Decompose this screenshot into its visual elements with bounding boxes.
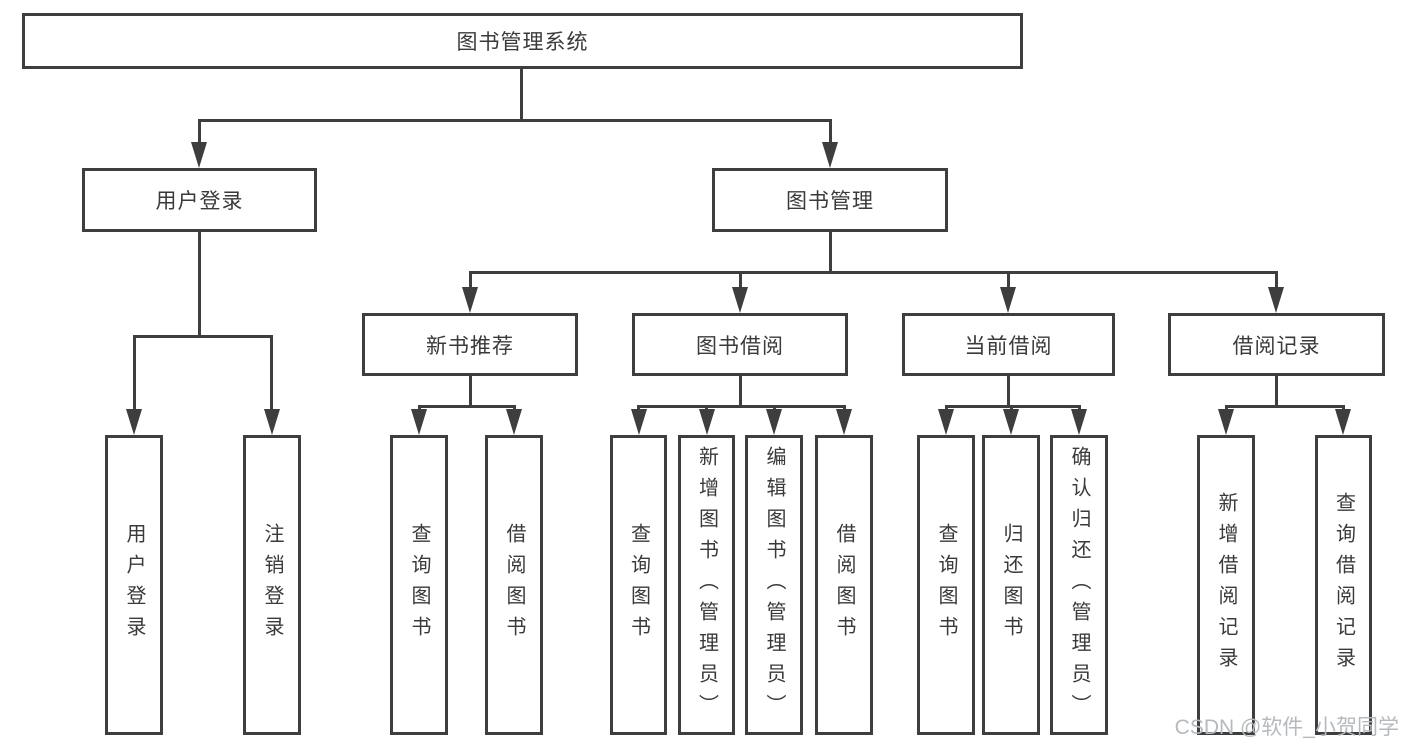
connector-line [197,118,832,122]
connector-arrowhead [766,409,782,435]
connector-arrowhead [732,287,748,313]
node-book-borrowing: 图书借阅 [632,313,848,376]
connector-arrowhead [1218,409,1234,435]
connector-line [417,404,516,408]
leaf-label: 查询图书 [627,523,650,647]
connector-line [519,69,523,122]
node-current-borrowing: 当前借阅 [902,313,1115,376]
connector-line [197,232,201,338]
node-book-management: 图书管理 [712,168,948,232]
connector-arrowhead [1000,287,1016,313]
leaf-logout: 注销登录 [243,435,301,735]
leaf-label: 查询图书 [408,523,430,647]
leaf-label: 编辑图书（管理员） [763,445,785,725]
connector-arrowhead [126,409,142,435]
connector-line [468,270,1278,274]
connector-line [132,336,136,415]
connector-arrowhead [1335,409,1351,435]
connector-line [1274,272,1278,295]
connector-line [132,334,273,338]
connector-arrowhead [1003,409,1019,435]
connector-arrowhead [1268,287,1284,313]
node-label: 图书管理系统 [456,31,589,54]
leaf-label: 借阅图书 [833,523,855,647]
leaf-add-book-admin: 新增图书（管理员） [678,435,735,735]
node-label: 用户登录 [155,190,244,213]
leaf-query-books-recommend: 查询图书 [390,435,448,735]
connector-line [1006,272,1010,295]
connector-line [270,336,273,415]
connector-line [738,376,742,408]
node-label: 借阅记录 [1232,334,1321,358]
connector-arrowhead [822,142,838,168]
node-new-book-recommendation: 新书推荐 [362,313,578,376]
leaf-user-login: 用户登录 [105,435,163,735]
node-label: 图书管理 [786,190,874,213]
node-label: 当前借阅 [964,334,1053,358]
connector-arrowhead [411,409,427,435]
connector-arrowhead [462,287,478,313]
leaf-label: 新增图书（管理员） [695,445,718,725]
connector-line [828,232,832,274]
connector-arrowhead [938,409,954,435]
leaf-label: 注销登录 [261,523,283,647]
leaf-confirm-return-admin: 确认归还（管理员） [1050,435,1108,735]
node-label: 新书推荐 [426,334,514,358]
leaf-label: 归还图书 [1000,523,1022,647]
node-user-login: 用户登录 [82,168,317,232]
leaf-query-borrow-record: 查询借阅记录 [1315,435,1372,735]
connector-line [1224,404,1345,408]
leaf-label: 查询借阅记录 [1332,492,1355,678]
connector-arrowhead [191,142,207,168]
connector-line [468,376,472,408]
connector-arrowhead [836,409,852,435]
leaf-label: 确认归还（管理员） [1068,445,1090,725]
leaf-borrow-books-recommend: 借阅图书 [485,435,543,735]
connector-arrowhead [506,409,522,435]
connector-arrowhead [698,409,715,435]
connector-line [1274,376,1278,408]
connector-arrowhead [263,409,280,435]
connector-arrowhead [630,409,647,435]
leaf-query-books-borrowing: 查询图书 [610,435,667,735]
connector-line [738,272,742,295]
watermark-text: CSDN @软件_小贺同学 [1174,716,1399,739]
leaf-label: 查询图书 [935,523,957,647]
leaf-query-books-current: 查询图书 [917,435,975,735]
leaf-label: 借阅图书 [503,523,525,647]
node-borrowing-records: 借阅记录 [1168,313,1385,376]
leaf-return-books: 归还图书 [982,435,1040,735]
leaf-borrow-books-borrowing: 借阅图书 [815,435,873,735]
node-library-management-system: 图书管理系统 [22,13,1023,69]
leaf-edit-book-admin: 编辑图书（管理员） [745,435,803,735]
leaf-label: 新增借阅记录 [1215,492,1237,678]
leaf-label: 用户登录 [123,523,145,647]
connector-line [828,120,832,152]
connector-line [197,120,201,152]
connector-line [1006,376,1010,408]
connector-line [944,404,1081,408]
node-label: 图书借阅 [696,334,784,358]
connector-line [468,272,472,295]
leaf-add-borrow-record: 新增借阅记录 [1197,435,1255,735]
connector-line [637,404,846,408]
connector-arrowhead [1071,409,1087,435]
